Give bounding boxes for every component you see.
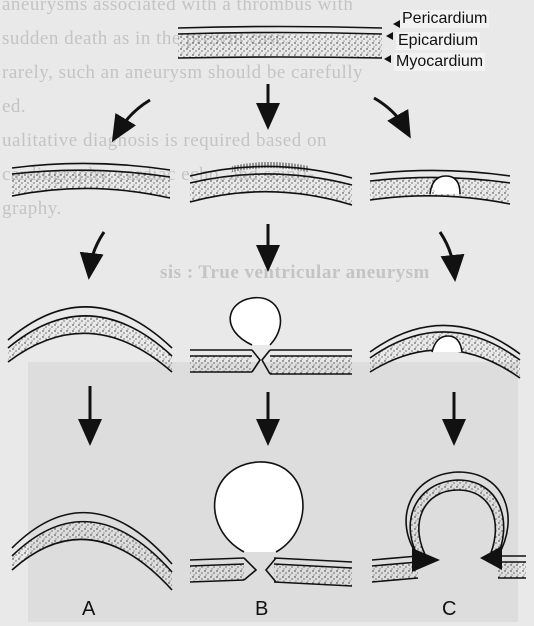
wall-c-stage-2 — [370, 170, 510, 204]
normal-wall — [178, 27, 382, 59]
column-label-c: C — [442, 598, 456, 621]
arrows-row-1 — [118, 84, 405, 132]
myocardium-label: Myocardium — [394, 53, 485, 71]
column-label-b: B — [255, 598, 268, 621]
wall-b-stage-2 — [190, 162, 352, 205]
epicardium-label: Epicardium — [396, 32, 480, 50]
wall-b-stage-3 — [190, 298, 352, 374]
column-label-a: A — [82, 598, 95, 621]
pericardium-label: Pericardium — [400, 10, 489, 28]
wall-a-stage-2 — [12, 163, 170, 198]
arrows-row-2 — [90, 224, 454, 270]
